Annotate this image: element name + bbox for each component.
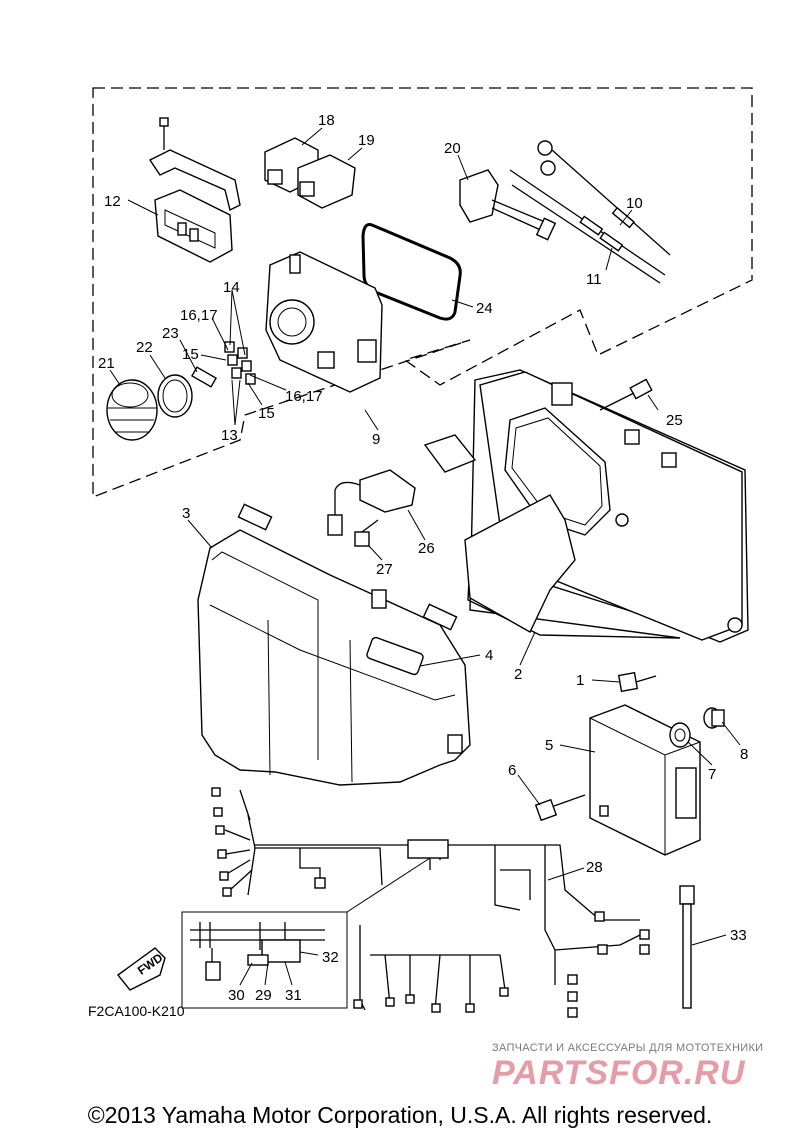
callout-labels: 1 2 3 4 5 6 7 8 9 10 11 12 13 14 15 15 1…	[98, 112, 748, 1004]
callout-30: 30	[228, 987, 245, 1004]
inset-box	[181, 911, 348, 1009]
callout-31: 31	[285, 987, 302, 1004]
leader-lines	[109, 127, 741, 986]
callout-15-right: 15	[258, 405, 275, 422]
sensor-20	[459, 169, 557, 241]
callout-13: 13	[221, 427, 238, 444]
callout-9: 9	[372, 431, 380, 448]
fuse-box-12	[154, 189, 233, 263]
callout-3: 3	[182, 505, 190, 522]
callout-1: 1	[576, 672, 584, 689]
fwd-arrow: FWD	[116, 947, 166, 991]
cap-21	[106, 379, 158, 441]
bolt-27	[354, 519, 379, 547]
cover-2	[423, 369, 749, 643]
callout-5: 5	[545, 737, 553, 754]
sensor-26	[327, 469, 416, 536]
bolt-1	[617, 671, 657, 693]
callout-28: 28	[586, 859, 603, 876]
callout-4: 4	[485, 647, 493, 664]
callout-21: 21	[98, 355, 115, 372]
copyright-notice: ©2013 Yamaha Motor Corporation, U.S.A. A…	[87, 1102, 713, 1128]
o-ring-22	[157, 374, 193, 418]
callout-2: 2	[514, 666, 522, 683]
callout-16-17-right: 16,17	[285, 388, 323, 405]
callout-20: 20	[444, 140, 461, 157]
bracket	[148, 149, 241, 212]
grommet-7	[669, 722, 691, 748]
subassembly-outline	[92, 87, 753, 498]
callout-29: 29	[255, 987, 272, 1004]
callout-6: 6	[508, 762, 516, 779]
fuse-block	[224, 341, 256, 385]
callout-32: 32	[322, 949, 339, 966]
callout-23: 23	[162, 325, 179, 342]
callout-27: 27	[376, 561, 393, 578]
callout-11: 11	[586, 271, 602, 288]
callout-7: 7	[708, 766, 716, 783]
bolt-25	[599, 378, 653, 411]
bolt-6	[534, 794, 586, 822]
watermark-brand: PARTSFOR.RU	[492, 1054, 746, 1092]
callout-12: 12	[104, 193, 121, 210]
callout-18: 18	[318, 112, 335, 129]
cable-tie-33	[679, 885, 695, 1009]
part-23	[191, 366, 217, 388]
inset-leader	[346, 857, 431, 913]
callout-15-left: 15	[182, 346, 199, 363]
wire-harness-28	[211, 787, 650, 1018]
electrical-box-9	[265, 251, 383, 393]
callout-16-17-left: 16,17	[180, 307, 218, 324]
callout-14: 14	[223, 279, 240, 296]
callout-26: 26	[418, 540, 435, 557]
collar-8	[703, 707, 725, 729]
bolt-12-bracket	[159, 117, 169, 150]
callout-24: 24	[476, 300, 493, 317]
cover-3	[197, 503, 471, 786]
cable-10	[537, 140, 671, 256]
callout-19: 19	[358, 132, 375, 149]
relay-19	[297, 154, 356, 209]
callout-25: 25	[666, 412, 683, 429]
drawing-code: F2CA100-K210	[88, 1003, 185, 1019]
callout-33: 33	[730, 927, 747, 944]
cable-11	[509, 169, 666, 284]
watermark-tagline: ЗАПЧАСТИ И АКСЕССУАРЫ ДЛЯ МОТОТЕХНИКИ	[492, 1042, 764, 1054]
callout-22: 22	[136, 339, 153, 356]
callout-8: 8	[740, 746, 748, 763]
callout-10: 10	[626, 195, 643, 212]
gasket-24	[361, 223, 462, 321]
